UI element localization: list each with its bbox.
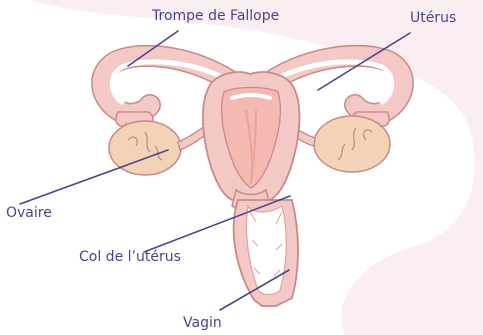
right-ovary [314, 116, 390, 172]
leader-line-ovary [20, 150, 168, 204]
label-vagina: Vagin [183, 316, 222, 330]
label-ovary: Ovaire [6, 206, 52, 220]
label-fallopian-tube: Trompe de Fallope [152, 9, 279, 23]
label-uterus: Utérus [410, 11, 456, 25]
label-cervix: Col de l’utérus [79, 250, 181, 264]
